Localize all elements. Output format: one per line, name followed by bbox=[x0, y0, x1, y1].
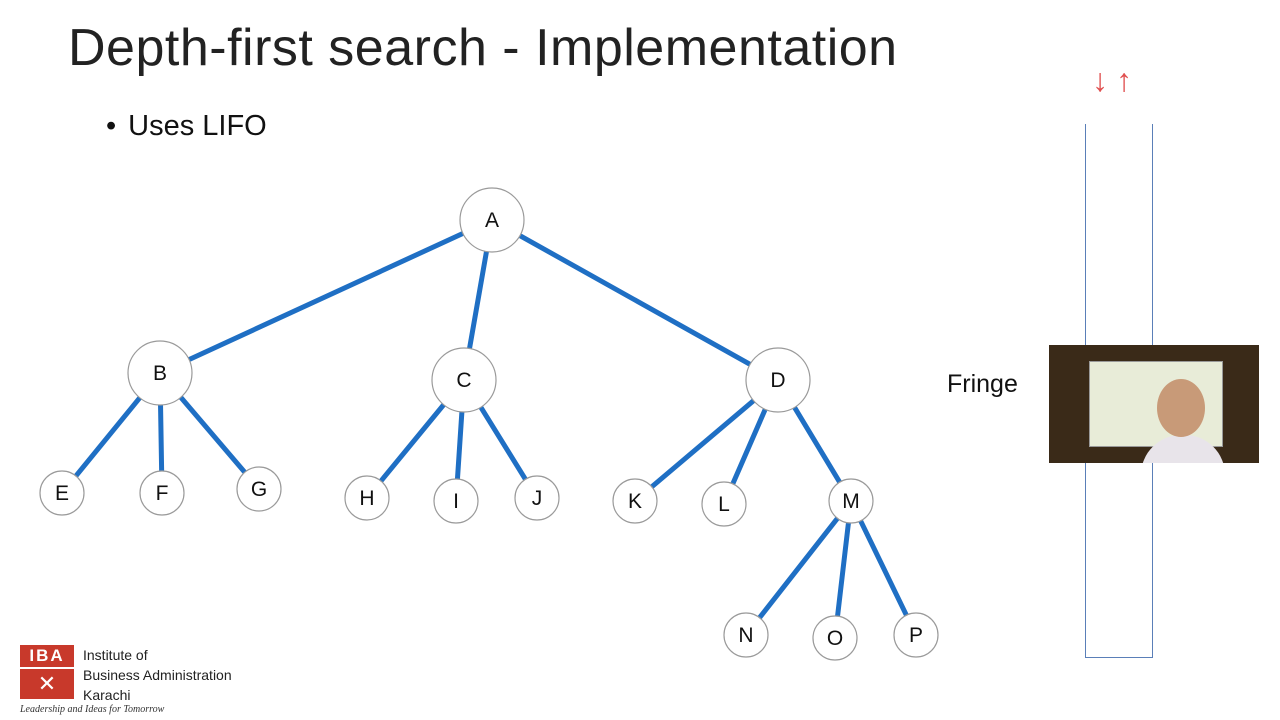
edge-B-G bbox=[175, 391, 250, 478]
bullet-item: • Uses LIFO bbox=[106, 110, 267, 143]
node-E-label: E bbox=[55, 482, 69, 505]
node-F: F bbox=[139, 470, 185, 516]
edge-A-C bbox=[466, 245, 490, 355]
tree-diagram: A B C D E F G H I J K L M N O P bbox=[39, 187, 939, 661]
tree-nodes: A B C D E F G H I J K L M N O P bbox=[39, 187, 939, 661]
node-M-label: M bbox=[842, 490, 860, 513]
iba-institute-name: Institute of Business Administration Kar… bbox=[83, 645, 232, 705]
institute-name-line-1: Institute of bbox=[83, 647, 148, 663]
edge-D-M bbox=[789, 401, 845, 489]
node-A: A bbox=[459, 187, 525, 253]
node-G-circle bbox=[236, 466, 282, 512]
node-P-label: P bbox=[909, 624, 923, 647]
node-A-circle bbox=[459, 187, 525, 253]
edge-D-L bbox=[728, 403, 770, 490]
node-L-label: L bbox=[718, 493, 730, 516]
institute-name-line-3: Karachi bbox=[83, 687, 131, 703]
node-F-circle bbox=[139, 470, 185, 516]
node-I-circle bbox=[433, 478, 479, 524]
institute-name-line-2: Business Administration bbox=[83, 667, 232, 683]
edge-M-N bbox=[754, 512, 843, 624]
slide-title: Depth-first search - Implementation bbox=[68, 19, 898, 77]
bullet-text: Uses LIFO bbox=[128, 110, 267, 142]
edge-A-B bbox=[182, 229, 470, 364]
edge-B-E bbox=[70, 392, 145, 482]
node-H-label: H bbox=[359, 487, 374, 510]
edge-M-P bbox=[856, 514, 911, 622]
node-H-circle bbox=[344, 475, 390, 521]
node-O: O bbox=[812, 615, 858, 661]
node-J-circle bbox=[514, 475, 560, 521]
webcam-presenter-head bbox=[1157, 379, 1205, 437]
node-I-label: I bbox=[453, 490, 459, 513]
node-N-circle bbox=[723, 612, 769, 658]
bullet-dot: • bbox=[106, 110, 117, 142]
edge-A-D bbox=[513, 231, 757, 369]
fringe-label: Fringe bbox=[947, 370, 1018, 398]
node-J-label: J bbox=[532, 487, 543, 510]
node-C-label: C bbox=[456, 369, 471, 392]
node-O-circle bbox=[812, 615, 858, 661]
node-K: K bbox=[612, 478, 658, 524]
node-P-circle bbox=[893, 612, 939, 658]
node-N: N bbox=[723, 612, 769, 658]
node-B-label: B bbox=[153, 362, 167, 385]
node-H: H bbox=[344, 475, 390, 521]
edge-D-K bbox=[646, 395, 760, 492]
node-J: J bbox=[514, 475, 560, 521]
node-D: D bbox=[745, 347, 811, 413]
node-G-label: G bbox=[251, 478, 267, 501]
node-B: B bbox=[127, 340, 193, 406]
iba-logo-emblem-icon: ✕ bbox=[20, 669, 74, 699]
node-L: L bbox=[701, 481, 747, 527]
node-A-label: A bbox=[485, 209, 499, 232]
push-pop-arrows-annotation: ↓↑ bbox=[1092, 62, 1140, 98]
iba-tagline: Leadership and Ideas for Tomorrow bbox=[20, 704, 165, 715]
edge-M-O bbox=[834, 516, 852, 623]
node-E: E bbox=[39, 470, 85, 516]
iba-logo: IBA ✕ Institute of Business Administrati… bbox=[20, 645, 260, 720]
node-F-label: F bbox=[156, 482, 169, 505]
node-M-circle bbox=[828, 478, 874, 524]
node-N-label: N bbox=[738, 624, 753, 647]
node-K-label: K bbox=[628, 490, 642, 513]
node-P: P bbox=[893, 612, 939, 658]
iba-logo-mark: IBA bbox=[20, 645, 74, 667]
node-E-circle bbox=[39, 470, 85, 516]
tree-edges bbox=[70, 229, 911, 624]
edge-C-J bbox=[476, 401, 531, 486]
edge-C-H bbox=[375, 399, 449, 487]
node-D-circle bbox=[745, 347, 811, 413]
node-L-circle bbox=[701, 481, 747, 527]
node-C-circle bbox=[431, 347, 497, 413]
presenter-webcam bbox=[1049, 345, 1259, 463]
node-I: I bbox=[433, 478, 479, 524]
node-D-label: D bbox=[770, 369, 785, 392]
node-G: G bbox=[236, 466, 282, 512]
node-M: M bbox=[828, 478, 874, 524]
edge-C-I bbox=[454, 405, 465, 486]
node-C: C bbox=[431, 347, 497, 413]
edge-B-F bbox=[157, 398, 165, 478]
node-K-circle bbox=[612, 478, 658, 524]
node-O-label: O bbox=[827, 627, 843, 650]
node-B-circle bbox=[127, 340, 193, 406]
